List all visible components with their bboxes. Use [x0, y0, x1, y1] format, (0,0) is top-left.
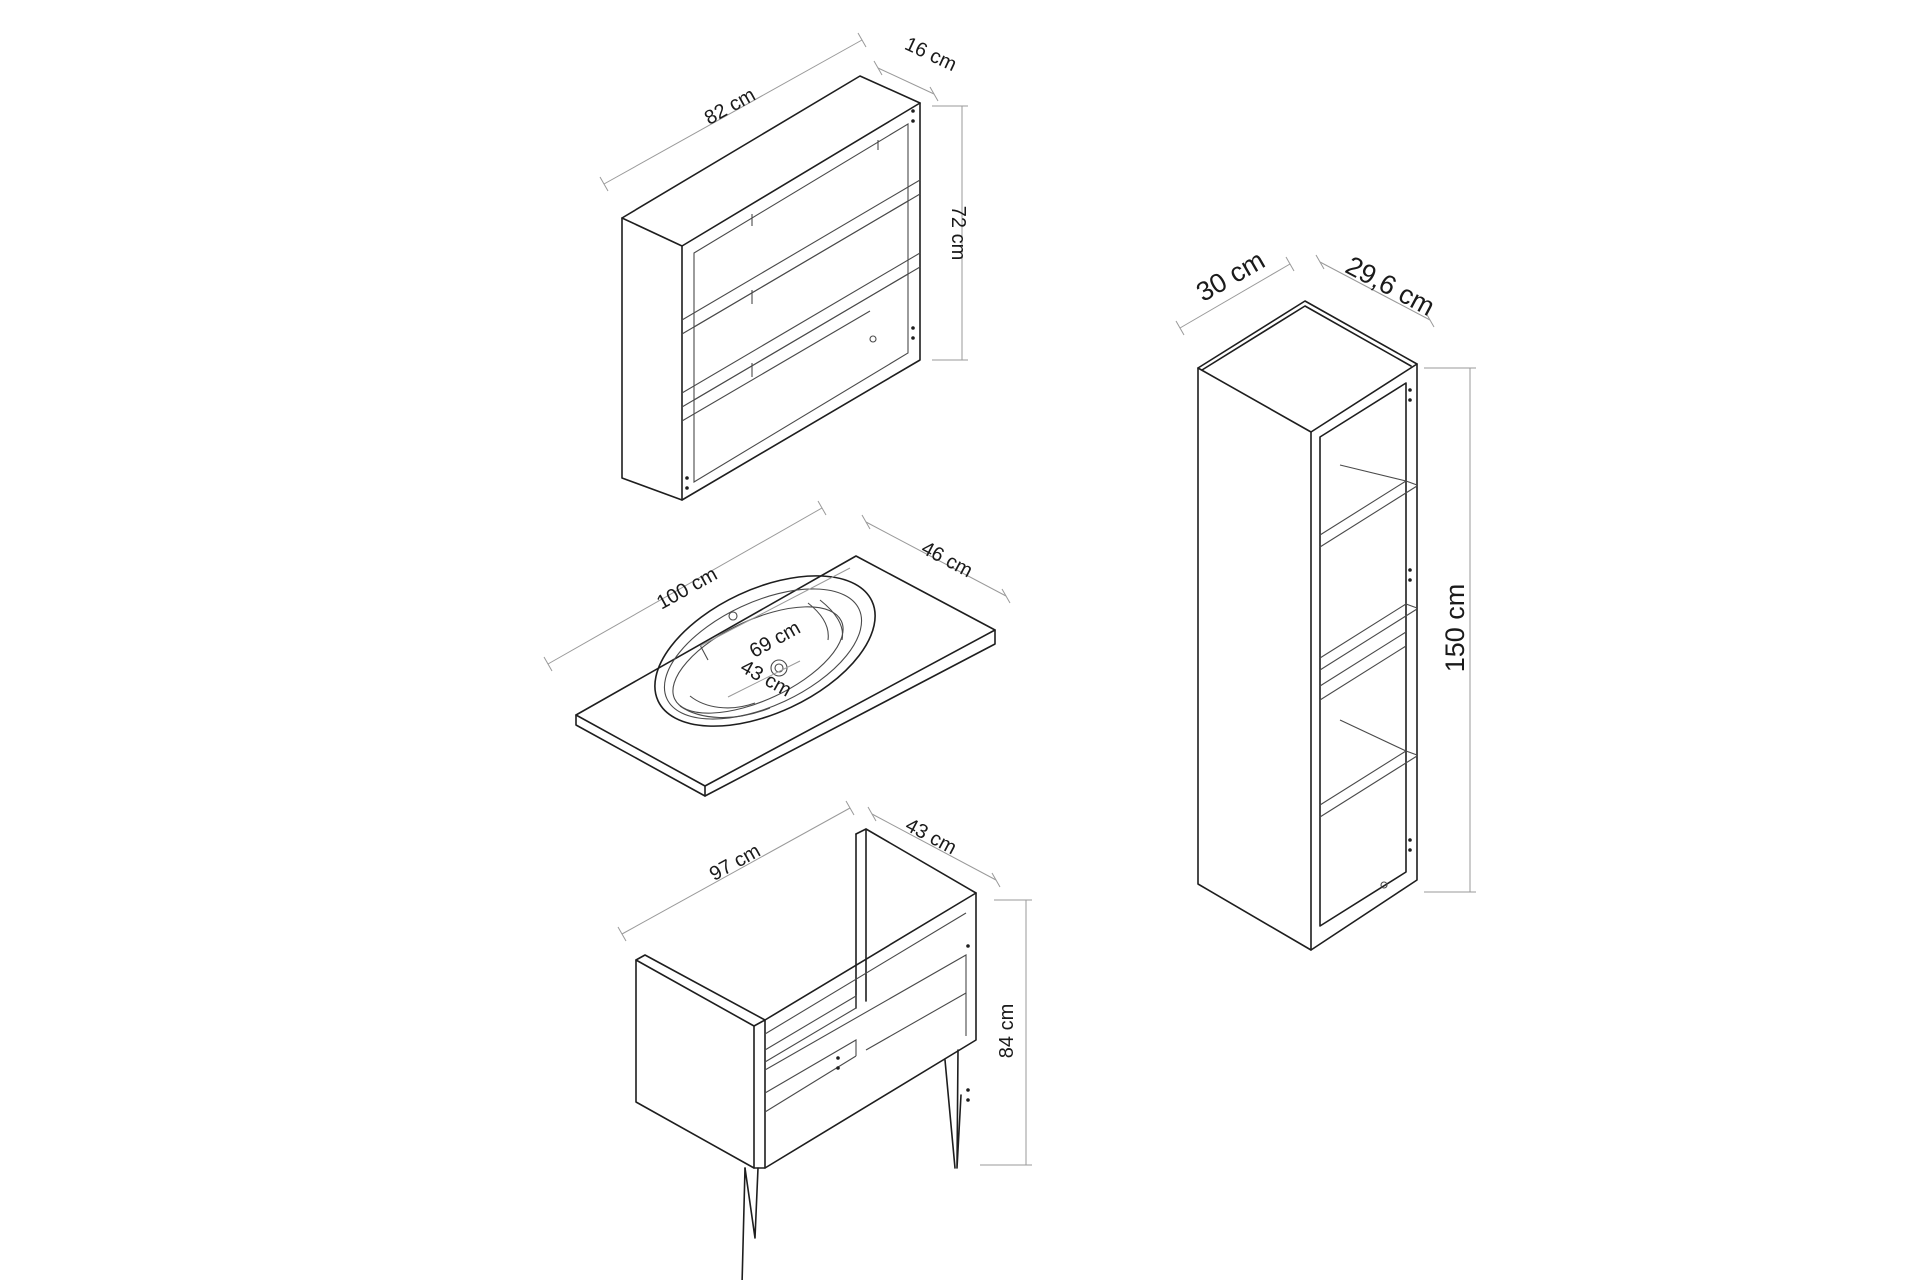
wall-shelf [621, 75, 921, 501]
basin-bowl [654, 575, 876, 727]
base-cabinet-width-label: 97 cm [706, 840, 764, 886]
base-cabinet-height-label: 84 cm [996, 1004, 1018, 1058]
basin-width-label: 43 cm [737, 656, 795, 702]
washbasin-width-label: 100 cm [653, 563, 721, 614]
washbasin-depth-label: 46 cm [918, 537, 976, 582]
wall-shelf-depth-label: 16 cm [901, 33, 960, 76]
tall-cabinet [1197, 300, 1418, 951]
wall-shelf-height-label: 72 cm [947, 206, 969, 260]
washbasin-top [575, 555, 996, 797]
wall-shelf-dimensions [599, 32, 968, 361]
tall-cabinet-depth-label: 29,6 cm [1341, 250, 1440, 322]
basin-length-label: 69 cm [746, 617, 804, 663]
tall-cabinet-height-label: 150 cm [1440, 584, 1470, 673]
tall-cabinet-dimensions [1175, 254, 1476, 893]
washbasin-dimensions [543, 500, 1011, 698]
base-cabinet-dimensions [617, 800, 1032, 1166]
base-cabinet-depth-label: 43 cm [902, 814, 960, 859]
base-cabinet [635, 828, 977, 1280]
wall-shelf-width-label: 82 cm [701, 84, 759, 130]
